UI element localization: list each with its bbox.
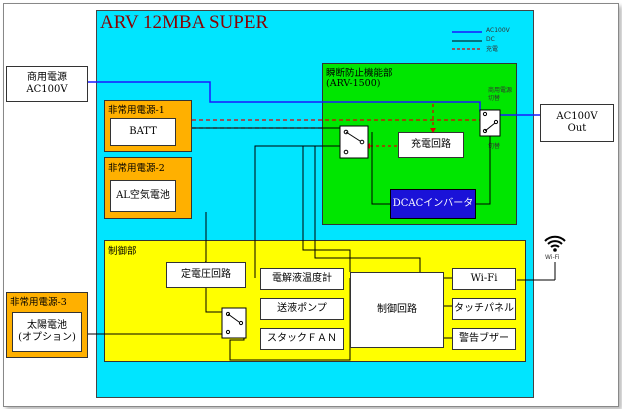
control-circuit: 制御回路: [350, 272, 444, 348]
solar-line2: (オプション): [18, 332, 76, 343]
transfer-switch-3: [221, 307, 247, 339]
voltage-regulator: 定電圧回路: [166, 262, 246, 288]
commercial-power-line2: AC100V: [26, 84, 68, 95]
wifi-icon-label: Wi-Fi: [545, 254, 560, 261]
dcac-inverter: DCACインバータ: [390, 189, 476, 219]
legend: [452, 28, 532, 54]
air-battery-box: AL空気電池: [110, 180, 176, 212]
ac-output-line2: Out: [567, 123, 587, 134]
stack-fan: スタックＦＡＮ: [260, 328, 344, 350]
feed-pump: 送液ポンプ: [260, 298, 344, 320]
warning-buzzer: 警告ブザー: [452, 328, 516, 350]
commercial-power-box: 商用電源 AC100V: [6, 66, 88, 102]
touch-panel: タッチパネル: [452, 298, 516, 320]
solar-line1: 太陽電池: [27, 319, 67, 331]
legend-charge-label: 充電: [486, 46, 499, 53]
wifi-icon: [543, 232, 567, 254]
wifi-module: Wi-Fi: [452, 268, 516, 290]
transfer-switch-1: [339, 125, 369, 159]
battery-box: BATT: [110, 118, 176, 146]
system-title: ARV 12MBA SUPER: [100, 12, 269, 33]
ac-output-box: AC100V Out: [540, 104, 614, 142]
control-title: 制御部: [108, 246, 137, 257]
legend-lines: [452, 31, 482, 50]
relay-note-3: 切替: [488, 143, 501, 150]
breaker-title: 瞬断防止機能部: [326, 68, 393, 79]
emergency-3-title: 非常用電源-3: [10, 297, 67, 308]
relay-note-1: 商用電源: [488, 87, 513, 94]
charger-circuit: 充電回路: [398, 132, 464, 158]
legend-dc-label: DC: [486, 36, 495, 43]
transfer-switch-2: [479, 109, 501, 137]
commercial-power-line1: 商用電源: [27, 71, 67, 83]
legend-ac-label: AC100V: [486, 27, 510, 34]
relay-note-2: 切替: [488, 95, 501, 102]
emergency-1-title: 非常用電源-1: [108, 105, 165, 116]
breaker-subtitle: (ARV-1500): [326, 78, 381, 89]
electrolyte-thermometer: 電解液温度計: [260, 268, 344, 290]
ac-output-line1: AC100V: [556, 110, 598, 122]
emergency-2-title: 非常用電源-2: [108, 163, 165, 174]
solar-panel-box: 太陽電池 (オプション): [12, 312, 82, 352]
